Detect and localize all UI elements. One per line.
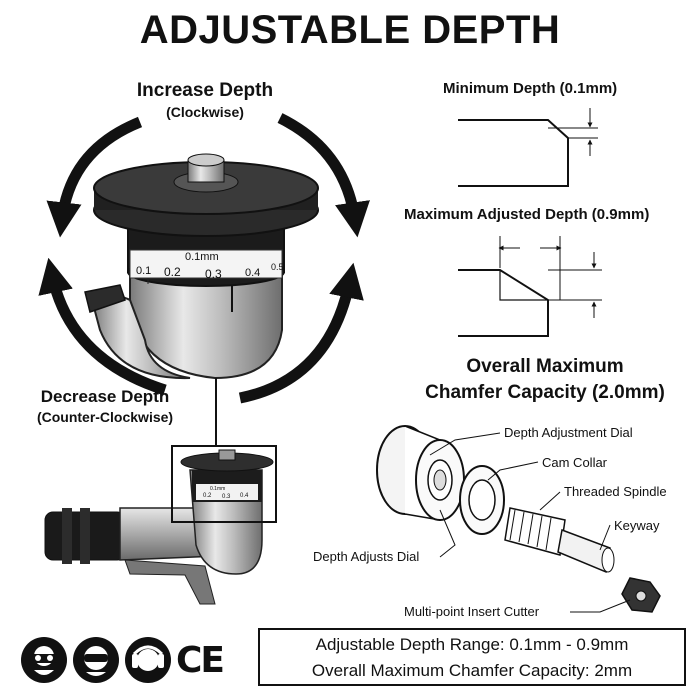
small-dial-tick-1: 0.2 bbox=[203, 493, 212, 499]
main-dial-tick-4: 0.4 bbox=[245, 267, 260, 279]
tool-head-illustration bbox=[84, 153, 319, 380]
exploded-parts-illustration bbox=[376, 425, 661, 613]
part-leader-lines bbox=[429, 432, 631, 613]
main-dial-tick-2: 0.2 bbox=[164, 265, 181, 279]
face-shield-icon bbox=[73, 637, 119, 683]
part-depth-adjusts-dial: Depth Adjusts Dial bbox=[313, 549, 420, 564]
clockwise-arrow-icon bbox=[277, 113, 370, 238]
spec-depth-range: Adjustable Depth Range: 0.1mm - 0.9mm bbox=[315, 635, 629, 654]
ce-mark-icon: CE bbox=[176, 640, 225, 681]
increase-depth-sub: (Clockwise) bbox=[166, 104, 244, 120]
small-dial-tick-3: 0.4 bbox=[240, 493, 249, 499]
ear-protection-icon bbox=[125, 637, 171, 683]
full-tool-illustration bbox=[44, 449, 274, 605]
counter-clockwise-return-arrow-icon bbox=[38, 257, 167, 396]
part-cam-collar: Cam Collar bbox=[542, 455, 608, 470]
decrease-depth-sub: (Counter-Clockwise) bbox=[36, 409, 174, 425]
counter-clockwise-arrow-icon bbox=[46, 116, 143, 238]
minimum-depth-label: Minimum Depth (0.1mm) bbox=[443, 80, 618, 97]
main-dial-unit: 0.1mm bbox=[185, 251, 219, 263]
main-dial-tick-5: 0.5 bbox=[271, 262, 284, 272]
minimum-depth-profile bbox=[458, 108, 598, 187]
maximum-depth-label: Maximum Adjusted Depth (0.9mm) bbox=[404, 206, 650, 223]
main-dial-scale: 0.1mm 0.1 0.2 0.3 0.4 0.5 bbox=[136, 251, 284, 281]
part-multi-point-insert-cutter: Multi-point Insert Cutter bbox=[404, 604, 540, 619]
small-dial-unit: 0.1mm bbox=[210, 486, 225, 492]
safety-icons bbox=[20, 636, 240, 691]
small-dial-tick-2: 0.3 bbox=[222, 494, 231, 500]
decrease-depth-label: Decrease Depth bbox=[40, 387, 170, 406]
increase-depth-label: Increase Depth bbox=[136, 80, 274, 101]
clockwise-return-arrow-icon bbox=[238, 262, 364, 404]
chamfer-capacity-line2: Chamfer Capacity (2.0mm) bbox=[425, 382, 665, 403]
maximum-depth-profile bbox=[458, 236, 602, 337]
detail-box bbox=[171, 445, 277, 523]
page-title: ADJUSTABLE DEPTH bbox=[139, 8, 561, 52]
spec-chamfer-capacity: Overall Maximum Chamfer Capacity: 2mm bbox=[311, 661, 633, 680]
main-dial-tick-1: 0.1 bbox=[136, 265, 151, 277]
part-threaded-spindle: Threaded Spindle bbox=[564, 484, 667, 499]
chamfer-capacity-line1: Overall Maximum bbox=[466, 356, 624, 377]
safety-goggles-icon bbox=[21, 637, 67, 683]
part-keyway: Keyway bbox=[614, 518, 660, 533]
part-depth-adjustment-dial: Depth Adjustment Dial bbox=[504, 425, 633, 440]
specification-box: Adjustable Depth Range: 0.1mm - 0.9mm Ov… bbox=[258, 628, 686, 686]
main-dial-tick-3: 0.3 bbox=[205, 267, 222, 281]
small-dial-scale: 0.1mm 0.2 0.3 0.4 bbox=[203, 486, 249, 500]
